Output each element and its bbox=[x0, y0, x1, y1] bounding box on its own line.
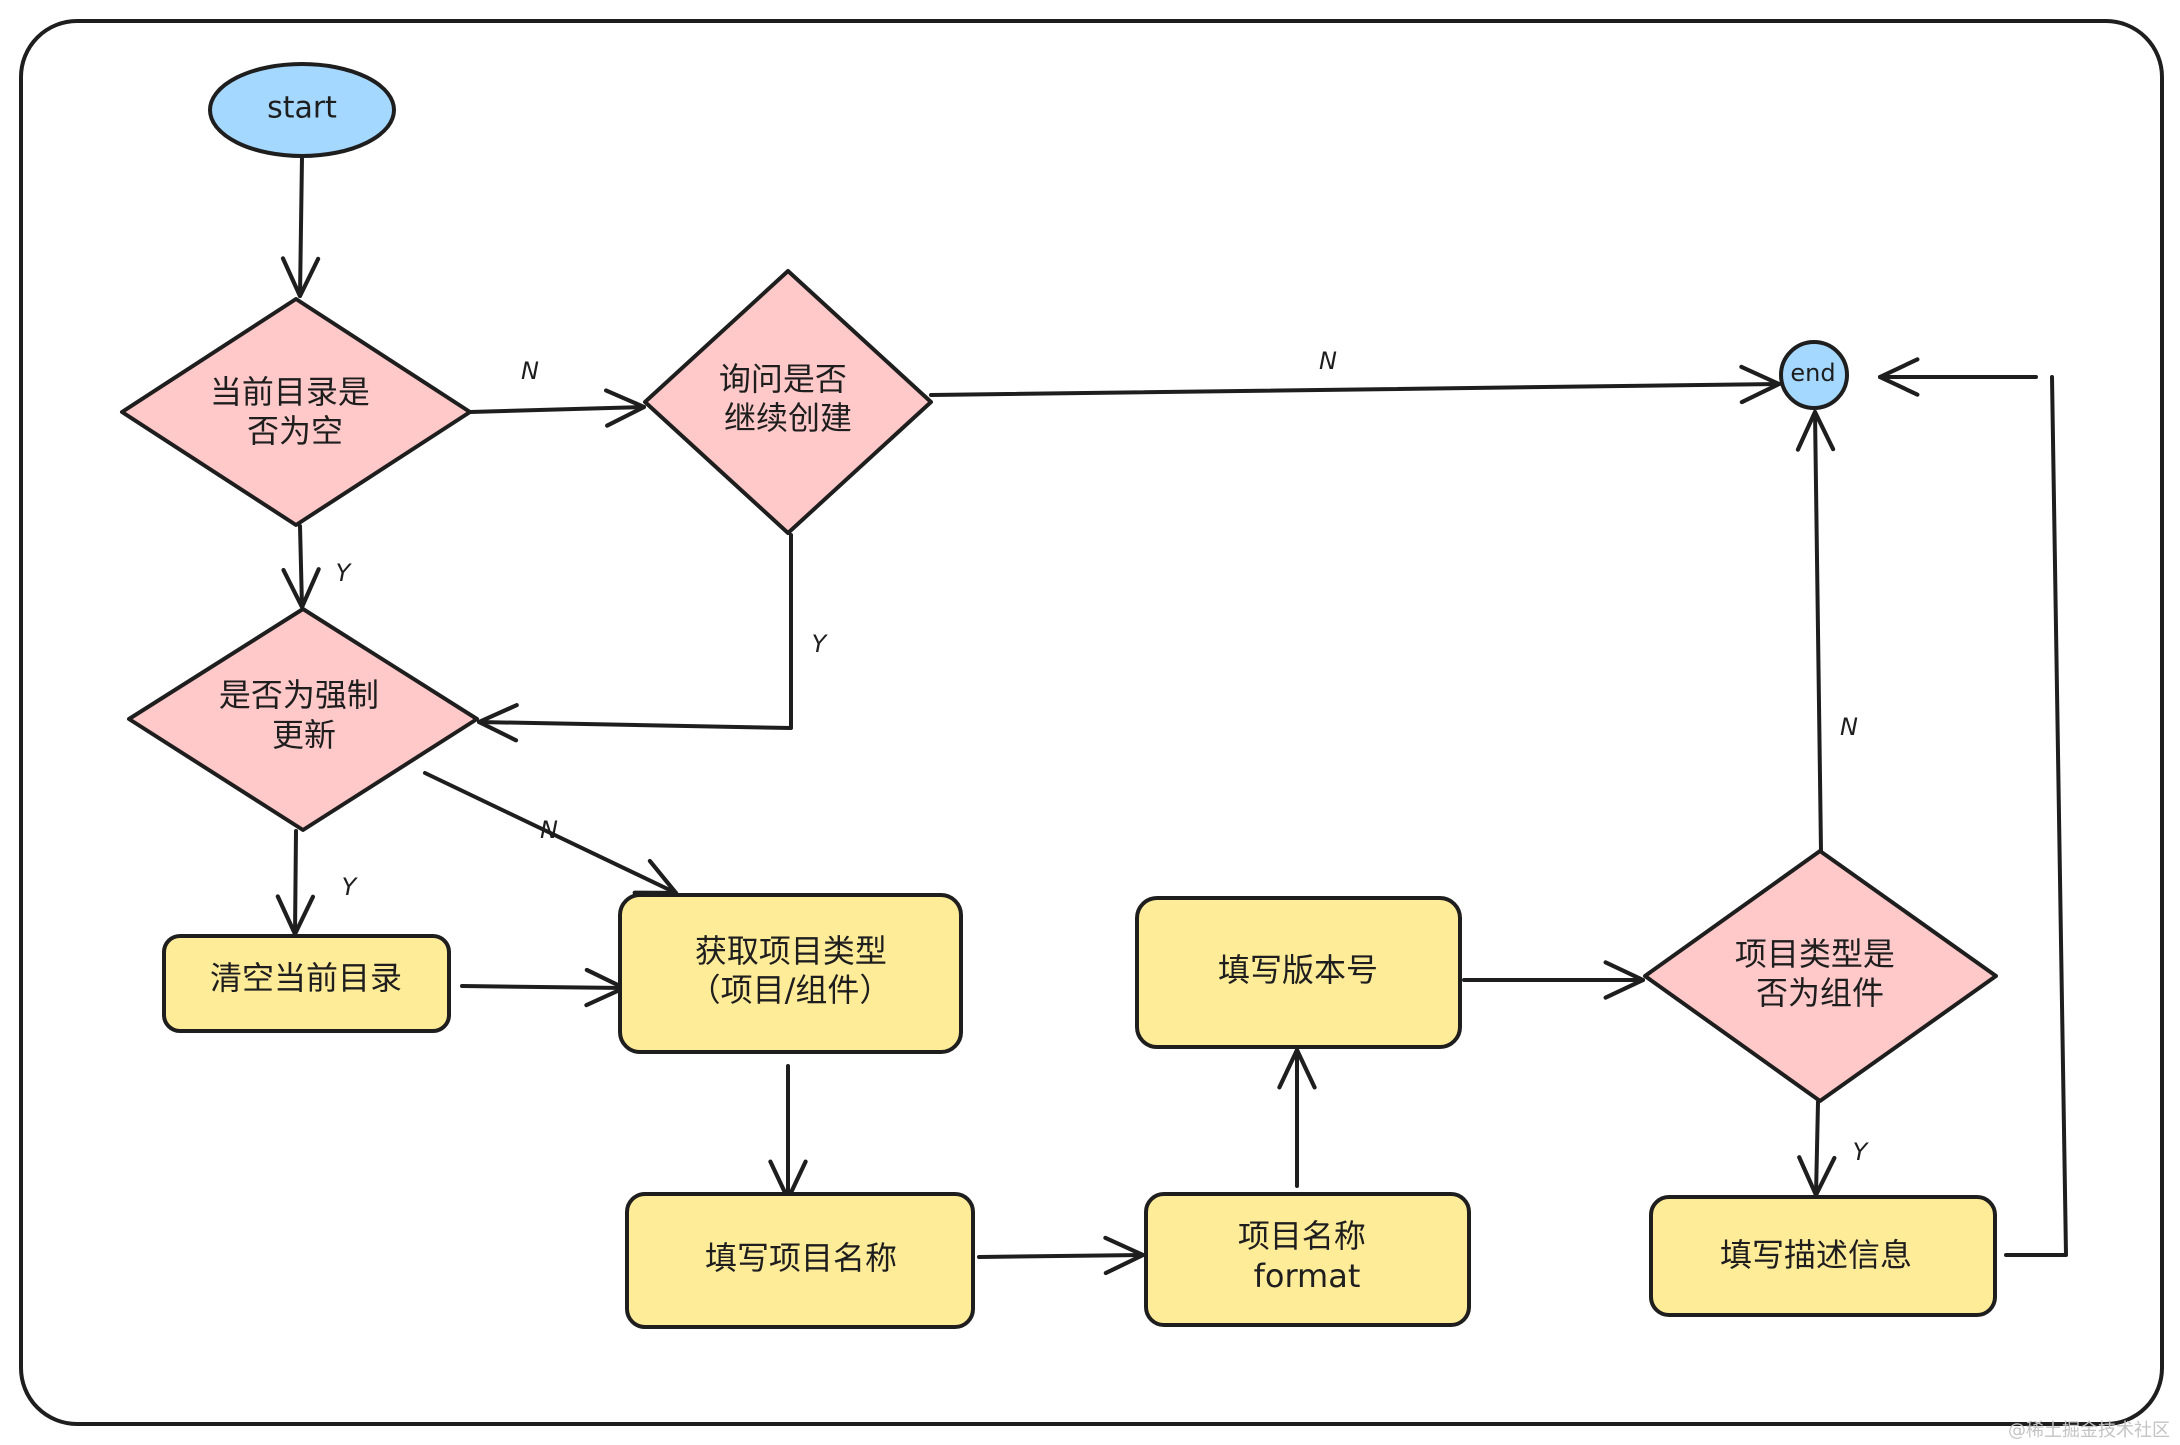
node-label: 项目类型是 否为组件 bbox=[1735, 935, 1905, 1012]
process-box bbox=[1135, 896, 1462, 1049]
process-box bbox=[1649, 1195, 1997, 1317]
node-label: end bbox=[1790, 359, 1835, 387]
edge-label-ask-continue-to-end: N bbox=[1319, 347, 1337, 375]
edge-is-dir-empty-to-ask-continue bbox=[468, 388, 647, 428]
edge-label-force-update-to-clear-dir: Y bbox=[342, 873, 359, 901]
diagram-frame bbox=[19, 19, 2164, 1426]
edge-force-update-to-get-type bbox=[423, 771, 679, 896]
edge-ask-continue-to-force-update bbox=[476, 533, 793, 743]
node-label: 是否为强制 更新 bbox=[219, 676, 389, 754]
node-get-type: 获取项目类型 （项目/组件） bbox=[618, 893, 963, 1054]
node-label: 填写版本号 bbox=[1218, 951, 1378, 989]
node-name-format: 项目名称 format bbox=[1144, 1192, 1471, 1327]
process-box bbox=[162, 934, 451, 1033]
edge-fill-name-to-name-format bbox=[977, 1235, 1146, 1276]
node-label: 项目名称 format bbox=[1238, 1217, 1376, 1295]
terminal-ellipse bbox=[208, 62, 396, 158]
edge-is-component-to-fill-desc bbox=[1797, 1100, 1837, 1198]
edge-label-force-update-to-get-type: N bbox=[540, 816, 558, 844]
edge-clear-dir-to-get-type bbox=[460, 967, 627, 1008]
edge-label-ask-continue-to-force-update: Y bbox=[812, 630, 829, 658]
node-label: start bbox=[267, 91, 337, 126]
node-end: end bbox=[1779, 340, 1849, 410]
edge-label-is-dir-empty-to-ask-continue: N bbox=[521, 357, 539, 385]
decision-diamond bbox=[127, 607, 479, 832]
node-is-dir-empty: 当前目录是 否为空 bbox=[120, 297, 472, 527]
edge-start-to-is-dir-empty bbox=[280, 155, 321, 299]
process-box bbox=[618, 893, 963, 1054]
decision-diamond bbox=[120, 297, 472, 527]
node-label: 填写描述信息 bbox=[1720, 1236, 1912, 1274]
edge-label-is-dir-empty-to-force-update: Y bbox=[336, 559, 353, 587]
node-fill-desc: 填写描述信息 bbox=[1649, 1195, 1997, 1317]
edge-ask-continue-to-end bbox=[929, 364, 1782, 405]
node-clear-dir: 清空当前目录 bbox=[162, 934, 451, 1033]
node-start: start bbox=[208, 62, 396, 158]
edge-fill-desc-to-end bbox=[1880, 377, 2068, 1257]
node-ask-continue: 询问是否 继续创建 bbox=[643, 269, 933, 535]
node-label: 当前目录是 否为空 bbox=[210, 373, 380, 450]
edge-is-dir-empty-to-force-update bbox=[281, 524, 321, 610]
node-label: 填写项目名称 bbox=[705, 1239, 897, 1277]
edge-is-component-to-end bbox=[1795, 409, 1836, 853]
node-label: 获取项目类型 （项目/组件） bbox=[689, 932, 897, 1009]
watermark-text: @稀土掘金技术社区 bbox=[2008, 1420, 2170, 1441]
terminal-circle bbox=[1779, 340, 1849, 410]
node-label: 询问是否 继续创建 bbox=[719, 360, 857, 437]
decision-diamond bbox=[643, 269, 933, 535]
node-label: 清空当前目录 bbox=[210, 959, 402, 997]
node-fill-name: 填写项目名称 bbox=[625, 1192, 975, 1329]
edge-force-update-to-clear-dir bbox=[275, 829, 316, 937]
decision-diamond bbox=[1643, 849, 1998, 1103]
node-fill-version: 填写版本号 bbox=[1135, 896, 1462, 1049]
edge-label-is-component-to-end: N bbox=[1840, 713, 1858, 741]
process-box bbox=[1144, 1192, 1471, 1327]
process-box bbox=[625, 1192, 975, 1329]
node-is-component: 项目类型是 否为组件 bbox=[1643, 849, 1998, 1103]
edge-label-is-component-to-fill-desc: Y bbox=[1853, 1138, 1870, 1166]
node-force-update: 是否为强制 更新 bbox=[127, 607, 479, 832]
